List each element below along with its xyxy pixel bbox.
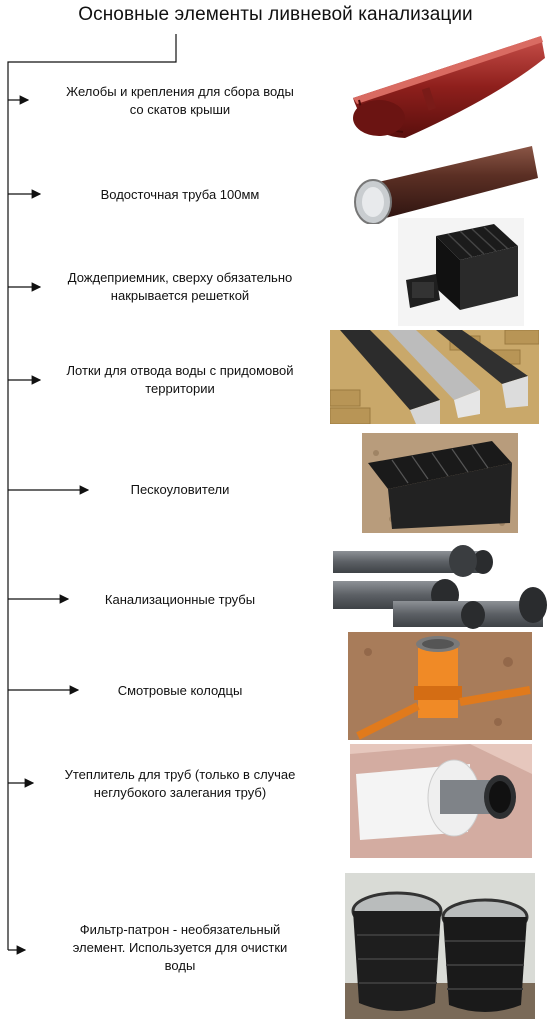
downpipe-image [354,146,538,224]
manhole-image [348,632,532,740]
drain-channel-image [330,330,539,424]
sewer-pipe-image [333,545,547,629]
rain-inlet-image [398,218,524,326]
filter-image [345,873,535,1019]
label-gutter: Желобы и крепления для сбора воды со ска… [66,84,294,117]
label-rain-inlet: Дождеприемник, сверху обязательно накрыв… [67,270,293,303]
main-branch-line [7,34,177,950]
sand-trap-image [362,433,518,533]
diagram-title: Основные элементы ливневой канализации [78,4,473,25]
label-manhole: Смотровые колодцы [117,683,243,698]
label-drain-channel: Лотки для отвода воды с придомовой терри… [66,363,294,396]
label-sewer-pipe: Канализационные трубы [104,592,256,607]
insulation-image [350,744,532,858]
label-insulation: Утеплитель для труб (только в случае нег… [64,767,296,800]
label-downpipe: Водосточная труба 100мм [100,187,260,202]
gutter-image [353,36,545,138]
label-sand-trap: Пескоуловители [130,482,230,497]
label-filter: Фильтр-патрон - необязательный элемент. … [72,922,288,973]
